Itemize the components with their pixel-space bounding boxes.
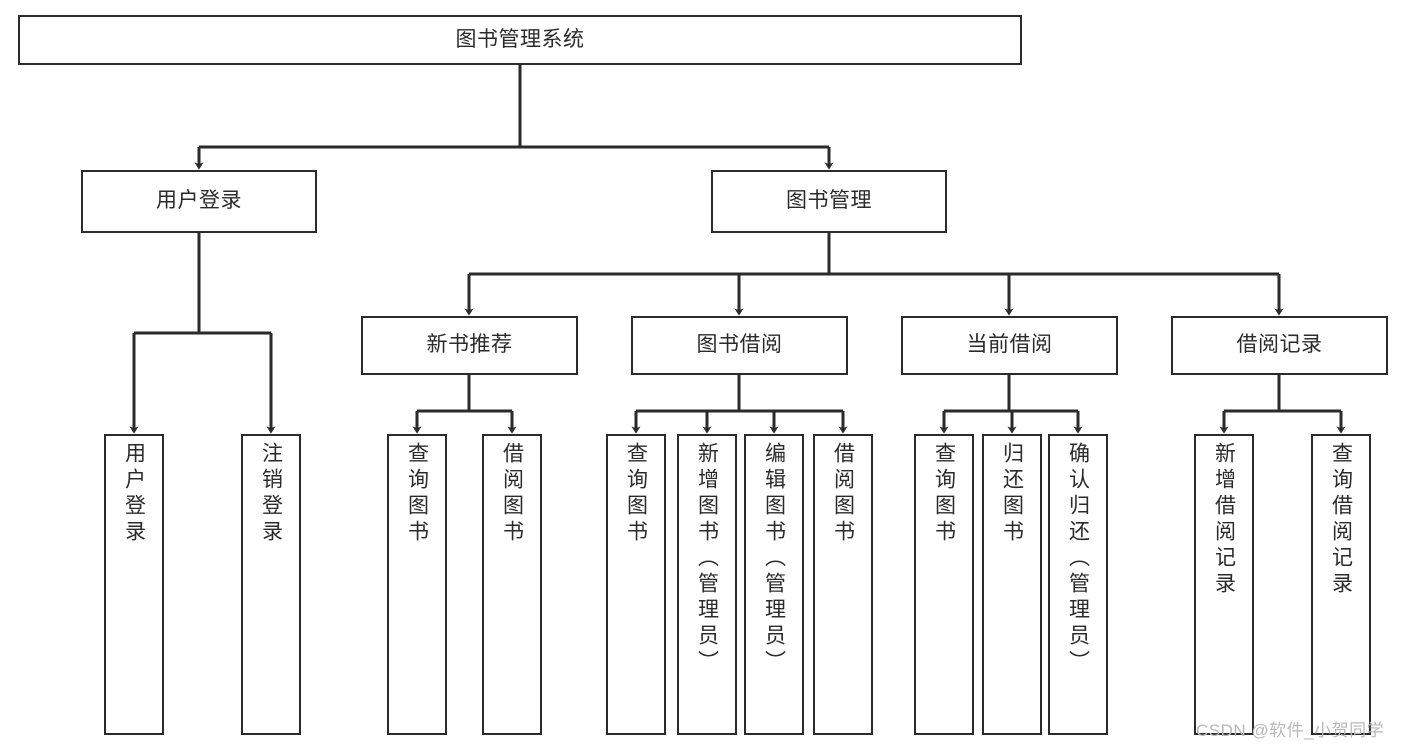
leaf-confirm-return-admin[interactable]: 确认归还（管理员）: [1048, 434, 1108, 735]
leaf-user-login-label: 用户登录: [122, 442, 146, 546]
leaf-borrow-book-bb[interactable]: 借阅图书: [813, 434, 873, 735]
leaf-query-book-cb[interactable]: 查询图书: [914, 434, 974, 735]
node-book-management[interactable]: 图书管理: [711, 170, 947, 233]
node-root[interactable]: 图书管理系统: [18, 15, 1022, 65]
leaf-borrow-book-bb-label: 借阅图书: [831, 442, 855, 546]
node-book-borrow[interactable]: 图书借阅: [631, 316, 848, 375]
node-book-borrow-label: 图书借阅: [696, 333, 783, 357]
leaf-user-logout[interactable]: 注销登录: [241, 434, 301, 735]
leaf-query-book-cb-label: 查询图书: [932, 442, 956, 546]
leaf-user-logout-label: 注销登录: [259, 442, 283, 546]
node-new-book-recommend-label: 新书推荐: [426, 333, 513, 357]
leaf-query-borrow-record-label: 查询借阅记录: [1329, 442, 1353, 598]
node-root-label: 图书管理系统: [455, 27, 585, 51]
leaf-query-book-nbr-label: 查询图书: [405, 442, 429, 546]
leaf-return-book-label: 归还图书: [1000, 442, 1024, 546]
node-user-login[interactable]: 用户登录: [81, 170, 317, 233]
leaf-add-book-admin[interactable]: 新增图书（管理员）: [677, 434, 737, 735]
csdn-watermark: CSDN @软件_小贺同学: [1196, 721, 1385, 740]
leaf-confirm-return-admin-label: 确认归还（管理员）: [1066, 442, 1090, 676]
leaf-query-book-nbr[interactable]: 查询图书: [387, 434, 447, 735]
leaf-add-borrow-record[interactable]: 新增借阅记录: [1194, 434, 1254, 735]
node-borrow-record-label: 借阅记录: [1236, 333, 1323, 357]
leaf-edit-book-admin[interactable]: 编辑图书（管理员）: [744, 434, 804, 735]
leaf-return-book[interactable]: 归还图书: [982, 434, 1042, 735]
node-new-book-recommend[interactable]: 新书推荐: [361, 316, 578, 375]
node-borrow-record[interactable]: 借阅记录: [1171, 316, 1388, 375]
node-current-borrow-label: 当前借阅: [966, 333, 1053, 357]
leaf-query-book-bb[interactable]: 查询图书: [606, 434, 666, 735]
leaf-add-book-admin-label: 新增图书（管理员）: [695, 442, 719, 676]
leaf-borrow-book-nbr-label: 借阅图书: [500, 442, 524, 546]
leaf-query-borrow-record[interactable]: 查询借阅记录: [1311, 434, 1371, 735]
leaf-user-login[interactable]: 用户登录: [104, 434, 164, 735]
leaf-borrow-book-nbr[interactable]: 借阅图书: [482, 434, 542, 735]
node-book-management-label: 图书管理: [786, 189, 872, 213]
leaf-edit-book-admin-label: 编辑图书（管理员）: [762, 442, 786, 676]
leaf-add-borrow-record-label: 新增借阅记录: [1212, 442, 1236, 598]
node-user-login-label: 用户登录: [156, 189, 242, 213]
leaf-query-book-bb-label: 查询图书: [624, 442, 648, 546]
node-current-borrow[interactable]: 当前借阅: [901, 316, 1118, 375]
